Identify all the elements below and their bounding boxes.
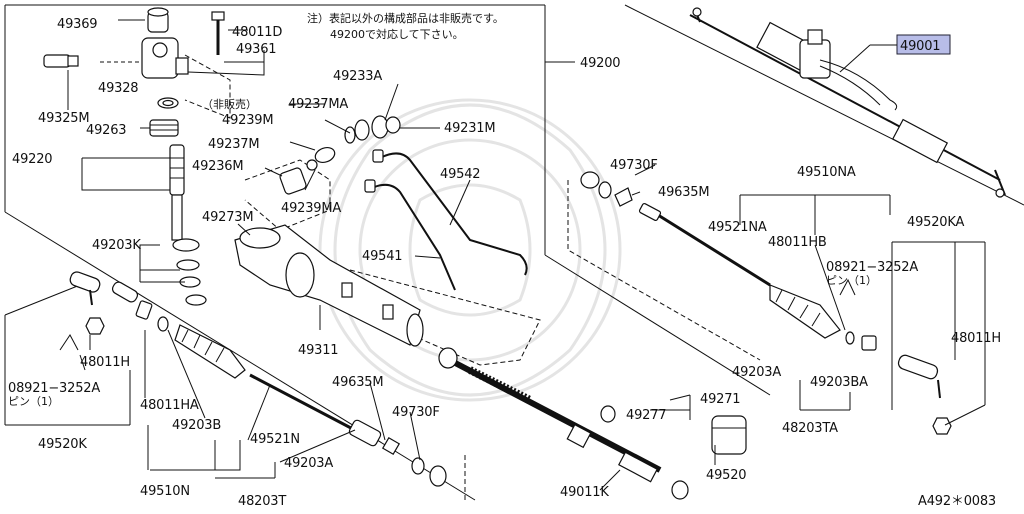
label-49730f-right: 49730F	[610, 158, 658, 173]
label-49237ma: 49237MA	[288, 97, 348, 112]
label-49510na: 49510NA	[797, 165, 856, 180]
hydraulic-pipes	[364, 149, 528, 291]
label-49277: 49277	[626, 408, 666, 423]
label-49203a-right: 49203A	[732, 365, 781, 380]
label-49369: 49369	[57, 17, 97, 32]
label-49521n: 49521N	[250, 432, 300, 447]
label-49271: 49271	[700, 392, 740, 407]
label-49520: 49520	[706, 468, 746, 483]
pinion-valve-parts	[43, 7, 225, 306]
pin-label-left: ピン（1）	[8, 395, 59, 408]
label-48203t: 48203T	[238, 494, 286, 509]
left-tie-rod-parts	[4, 271, 447, 487]
assembly-49200-frame	[4, 4, 771, 501]
label-08921-3252a-left: 08921−3252A	[8, 381, 100, 396]
label-49001: 49001	[900, 39, 940, 54]
label-49520ka: 49520KA	[907, 215, 964, 230]
label-48011hb: 48011HB	[768, 235, 827, 250]
label-49233a: 49233A	[333, 69, 382, 84]
label-49541: 49541	[362, 249, 402, 264]
not-for-sale-label: （非販売）	[202, 98, 257, 111]
label-48203ta: 48203TA	[782, 421, 838, 436]
label-49311: 49311	[298, 343, 338, 358]
label-49635m-left: 49635M	[332, 375, 383, 390]
figure-code: A492＊0083	[918, 494, 996, 509]
note-line-2: 49200で対応して下さい。	[330, 27, 464, 41]
leader-lines	[67, 19, 986, 491]
label-49325m: 49325M	[38, 111, 89, 126]
rack-and-right-tie-rod	[438, 171, 952, 500]
callout-labels: 注）表記以外の構成部品は非販売です。 49200で対応して下さい。 （非販売） …	[8, 11, 1001, 509]
gear-housing	[234, 224, 424, 347]
label-49220: 49220	[12, 152, 52, 167]
label-49203b: 49203B	[172, 418, 221, 433]
note-line-1: 注）表記以外の構成部品は非販売です。	[307, 11, 504, 25]
label-49542: 49542	[440, 167, 480, 182]
label-49203a-left: 49203A	[284, 456, 333, 471]
label-49361: 49361	[236, 42, 276, 57]
label-49635m-right: 49635M	[658, 185, 709, 200]
label-08921-3252a-right: 08921−3252A	[826, 260, 918, 275]
label-49328: 49328	[98, 81, 138, 96]
label-49237m: 49237M	[208, 137, 259, 152]
label-49510n: 49510N	[140, 484, 190, 499]
label-48011d: 48011D	[232, 25, 282, 40]
seal-rings	[279, 115, 401, 195]
steering-gear-assembly	[624, 4, 1024, 206]
label-49236m: 49236M	[192, 159, 243, 174]
label-49011k: 49011K	[560, 485, 609, 500]
label-49203ba: 49203BA	[810, 375, 868, 390]
label-49263: 49263	[86, 123, 126, 138]
label-49239ma: 49239MA	[281, 201, 341, 216]
label-49231m: 49231M	[444, 121, 495, 136]
label-49203k: 49203K	[92, 238, 141, 253]
label-49520k: 49520K	[38, 437, 87, 452]
pin-label-right: ピン（1）	[826, 274, 877, 287]
label-48011ha: 48011HA	[140, 398, 199, 413]
label-49730f-left: 49730F	[392, 405, 440, 420]
label-48011h-right: 48011H	[951, 331, 1001, 346]
label-49273m: 49273M	[202, 210, 253, 225]
label-49521na: 49521NA	[708, 220, 767, 235]
label-49200: 49200	[580, 56, 620, 71]
label-48011h-left: 48011H	[80, 355, 130, 370]
label-49239m: 49239M	[222, 113, 273, 128]
